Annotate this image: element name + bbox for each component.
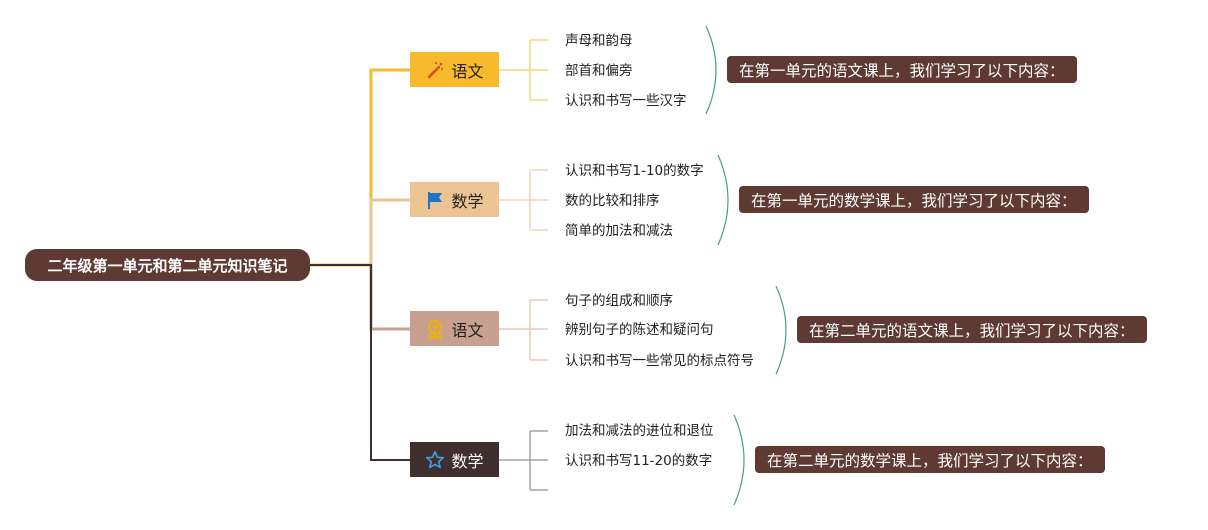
branch-label-4: 数学 — [451, 451, 484, 471]
branch-label-1: 语文 — [451, 61, 484, 81]
root-node[interactable]: 二年级第一单元和第二单元知识笔记 — [25, 249, 310, 281]
summary-box-4[interactable]: 在第二单元的数学课上，我们学习了以下内容： — [755, 446, 1105, 473]
summary-text-4: 在第二单元的数学课上，我们学习了以下内容： — [767, 451, 1093, 470]
leaf-item[interactable]: 部首和偏旁 — [565, 63, 633, 79]
magic-wand-icon — [425, 60, 445, 80]
summary-brace-4 — [733, 414, 745, 506]
leaf-item[interactable]: 认识和书写11-20的数字 — [565, 453, 713, 469]
connector-root-branch-4 — [310, 264, 410, 461]
summary-text-2: 在第一单元的数学课上，我们学习了以下内容： — [751, 191, 1077, 210]
leaf-connectors-3 — [499, 299, 548, 361]
connector-root-branch-3 — [369, 265, 410, 331]
flag-icon — [425, 190, 445, 210]
summary-brace-3 — [775, 285, 787, 375]
star-icon — [425, 450, 445, 470]
leaf-item[interactable]: 数的比较和排序 — [565, 193, 660, 209]
summary-text-1: 在第一单元的语文课上，我们学习了以下内容： — [739, 61, 1065, 80]
leaf-item[interactable]: 辨别句子的陈述和疑问句 — [565, 322, 714, 338]
leaf-item[interactable]: 句子的组成和顺序 — [565, 293, 673, 309]
root-title: 二年级第一单元和第二单元知识笔记 — [47, 256, 288, 275]
summary-text-3: 在第二单元的语文课上，我们学习了以下内容： — [809, 321, 1135, 340]
connector-root-branch-2 — [369, 198, 410, 265]
summary-box-2[interactable]: 在第一单元的数学课上，我们学习了以下内容： — [739, 186, 1089, 213]
leaf-item[interactable]: 认识和书写一些常见的标点符号 — [565, 353, 754, 369]
connector-root-branch-1 — [310, 68, 410, 267]
branch-label-3: 语文 — [451, 320, 484, 340]
leaf-item[interactable]: 认识和书写1-10的数字 — [565, 163, 704, 179]
leaf-connectors-4 — [499, 430, 548, 491]
branch-node-1[interactable]: 语文 — [410, 52, 499, 87]
summary-brace-1 — [705, 25, 717, 115]
branch-label-2: 数学 — [451, 191, 484, 211]
summary-brace-2 — [717, 154, 729, 246]
leaf-item[interactable]: 简单的加法和减法 — [565, 223, 673, 239]
leaf-item[interactable]: 认识和书写一些汉字 — [565, 93, 687, 109]
branch-node-3[interactable]: 语文 — [410, 311, 499, 346]
branch-node-2[interactable]: 数学 — [410, 182, 499, 217]
leaf-connectors-1 — [499, 39, 548, 101]
leaf-item[interactable]: 加法和减法的进位和退位 — [565, 423, 714, 439]
summary-box-3[interactable]: 在第二单元的语文课上，我们学习了以下内容： — [797, 316, 1147, 343]
award-ribbon-icon — [425, 319, 445, 339]
leaf-connectors-2 — [499, 169, 548, 231]
summary-box-1[interactable]: 在第一单元的语文课上，我们学习了以下内容： — [727, 56, 1077, 83]
branch-node-4[interactable]: 数学 — [410, 442, 499, 477]
leaf-item[interactable]: 声母和韵母 — [565, 33, 633, 49]
